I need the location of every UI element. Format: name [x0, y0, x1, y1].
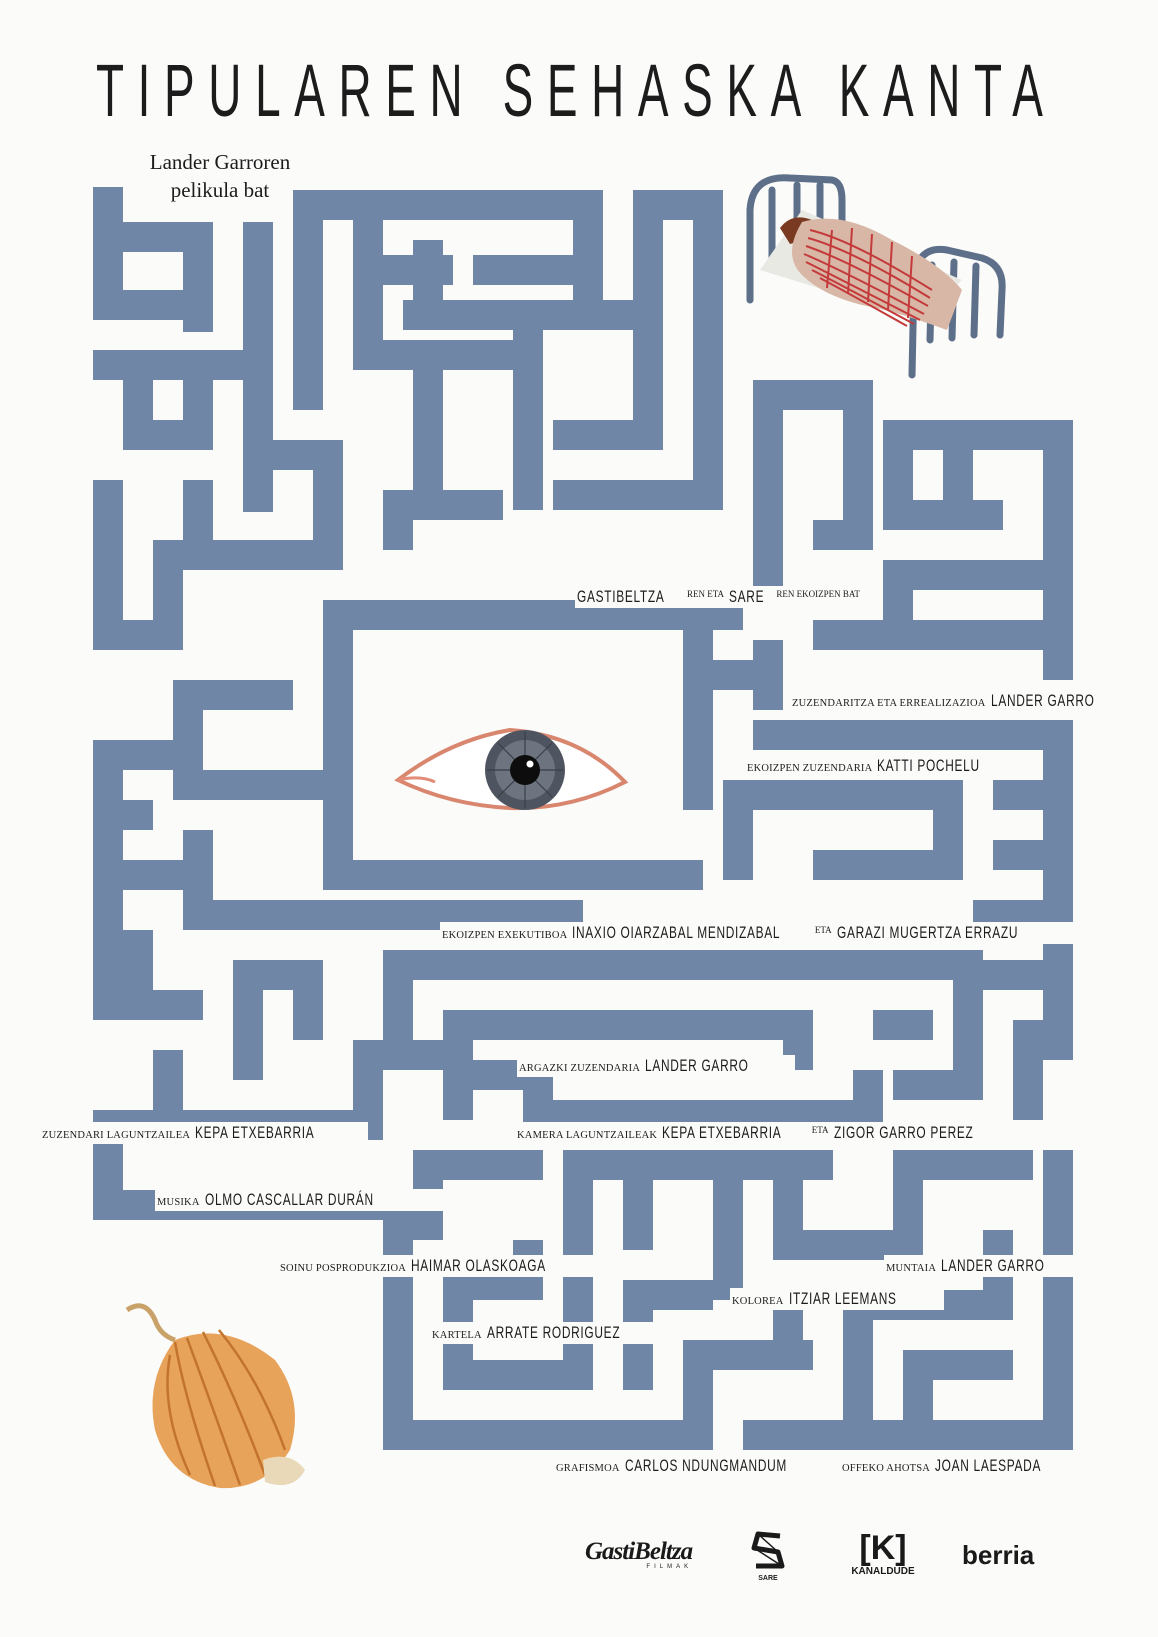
credit-editing: MUNTAIA LANDER GARRO	[884, 1255, 1092, 1277]
company-gastibeltza: GASTIBELTZA	[577, 587, 665, 606]
credit-camera-assistants: KAMERA LAGUNTZAILEAK KEPA ETXEBARRIA ETA…	[515, 1122, 1035, 1144]
sare-logo: SARE	[748, 1530, 788, 1582]
sare-s-icon	[751, 1531, 785, 1569]
credit-name: ITZIAR LEEMANS	[788, 1289, 897, 1308]
credit-name-2: GARAZI MUGERTZA ERRAZU	[836, 923, 1018, 942]
credit-voiceover: OFFEKO AHOTSA JOAN LAESPADA	[840, 1455, 1089, 1477]
credit-production-director: EKOIZPEN ZUZENDARIA KATTI POCHELU	[745, 755, 1027, 777]
credit-sound-postproduction: SOINU POSPRODUKZIOA HAIMAR OLASKOAGA	[278, 1255, 606, 1277]
production-joiner: REN ETA	[687, 589, 725, 599]
credit-role: MUNTAIA	[886, 1263, 937, 1274]
credit-role: KARTELA	[432, 1330, 482, 1341]
credit-executive-producer: EKOIZPEN EXEKUTIBOA INAXIO OIARZABAL MEN…	[440, 922, 1098, 944]
credit-name: LANDER GARRO	[645, 1056, 749, 1075]
kanaldude-logo: [K] KANALDUDE	[843, 1530, 923, 1577]
byline-line-2: pelikula bat	[170, 178, 270, 202]
gastibeltza-logo: GastiBeltza FILMAK	[585, 1538, 693, 1570]
credit-role: OFFEKO AHOTSA	[842, 1463, 931, 1474]
credit-role: MUSIKA	[157, 1197, 200, 1208]
credit-name: JOAN LAESPADA	[935, 1456, 1042, 1475]
credit-role: EKOIZPEN EXEKUTIBOA	[442, 930, 568, 941]
credit-name: CARLOS NDUNGMANDUM	[624, 1456, 787, 1475]
credit-name: KEPA ETXEBARRIA	[195, 1123, 315, 1142]
eye-icon	[394, 727, 629, 811]
company-sare: SARE	[729, 587, 765, 606]
onion-icon	[125, 1303, 305, 1489]
credit-name: OLMO CASCALLAR DURÁN	[204, 1190, 374, 1209]
credit-role: EKOIZPEN ZUZENDARIA	[747, 763, 873, 774]
credit-name: KEPA ETXEBARRIA	[662, 1123, 782, 1142]
credit-color: KOLOREA ITZIAR LEEMANS	[730, 1288, 945, 1310]
credit-role: SOINU POSPRODUKZIOA	[280, 1263, 407, 1274]
byline: Lander Garroren pelikula bat	[140, 148, 300, 204]
sponsor-logos: GastiBeltza FILMAK SARE [K] KANALDUDE be…	[0, 1530, 1158, 1590]
credit-assistant-director: ZUZENDARI LAGUNTZAILEA KEPA ETXEBARRIA	[40, 1122, 368, 1144]
credit-name: INAXIO OIARZABAL MENDIZABAL	[572, 923, 781, 942]
credit-role: GRAFISMOA	[556, 1463, 620, 1474]
credit-role: ZUZENDARI LAGUNTZAILEA	[42, 1130, 191, 1141]
credit-name: HAIMAR OLASKOAGA	[411, 1256, 546, 1275]
credit-role: KAMERA LAGUNTZAILEAK	[517, 1130, 658, 1141]
credit-music: MUSIKA OLMO CASCALLAR DURÁN	[155, 1189, 448, 1211]
berria-logo: berria	[962, 1540, 1035, 1570]
bed-icon	[746, 174, 1006, 379]
credit-joiner: ETA	[811, 1125, 829, 1135]
credit-graphics: GRAFISMOA CARLOS NDUNGMANDUM	[554, 1455, 859, 1477]
credit-role: ARGAZKI ZUZENDARIA	[519, 1063, 641, 1074]
gastibeltza-logo-text: GastiBeltza	[585, 1538, 693, 1565]
sare-logo-text: SARE	[758, 1575, 778, 1582]
poster-title: TIPULAREN SEHASKA KANTA	[96, 49, 1057, 132]
credit-name-2: ZIGOR GARRO PEREZ	[833, 1123, 974, 1142]
production-credit: GASTIBELTZA REN ETA SARE REN EKOIZPEN BA…	[575, 586, 862, 608]
credit-name: LANDER GARRO	[990, 691, 1095, 710]
byline-line-1: Lander Garroren	[149, 150, 291, 174]
credit-cinematographer: ARGAZKI ZUZENDARIA LANDER GARRO	[517, 1055, 796, 1077]
kanaldude-mark: [K]	[859, 1529, 907, 1567]
credit-name: ARRATE RODRIGUEZ	[486, 1323, 621, 1342]
credit-role: ZUZENDARITZA ETA ERREALIZAZIOA	[792, 698, 986, 709]
credit-role: KOLOREA	[732, 1296, 784, 1307]
credit-name: KATTI POCHELU	[877, 756, 981, 775]
kanaldude-logo-text: KANALDUDE	[851, 1566, 915, 1577]
credit-poster: KARTELA ARRATE RODRIGUEZ	[430, 1322, 680, 1344]
credit-name: LANDER GARRO	[941, 1256, 1045, 1275]
credit-joiner: ETA	[814, 925, 832, 935]
production-suffix: REN EKOIZPEN BAT	[776, 589, 860, 599]
gastibeltza-logo-subtext: FILMAK	[646, 1564, 693, 1570]
credit-director: ZUZENDARITZA ETA ERREALIZAZIOA LANDER GA…	[790, 690, 1141, 712]
